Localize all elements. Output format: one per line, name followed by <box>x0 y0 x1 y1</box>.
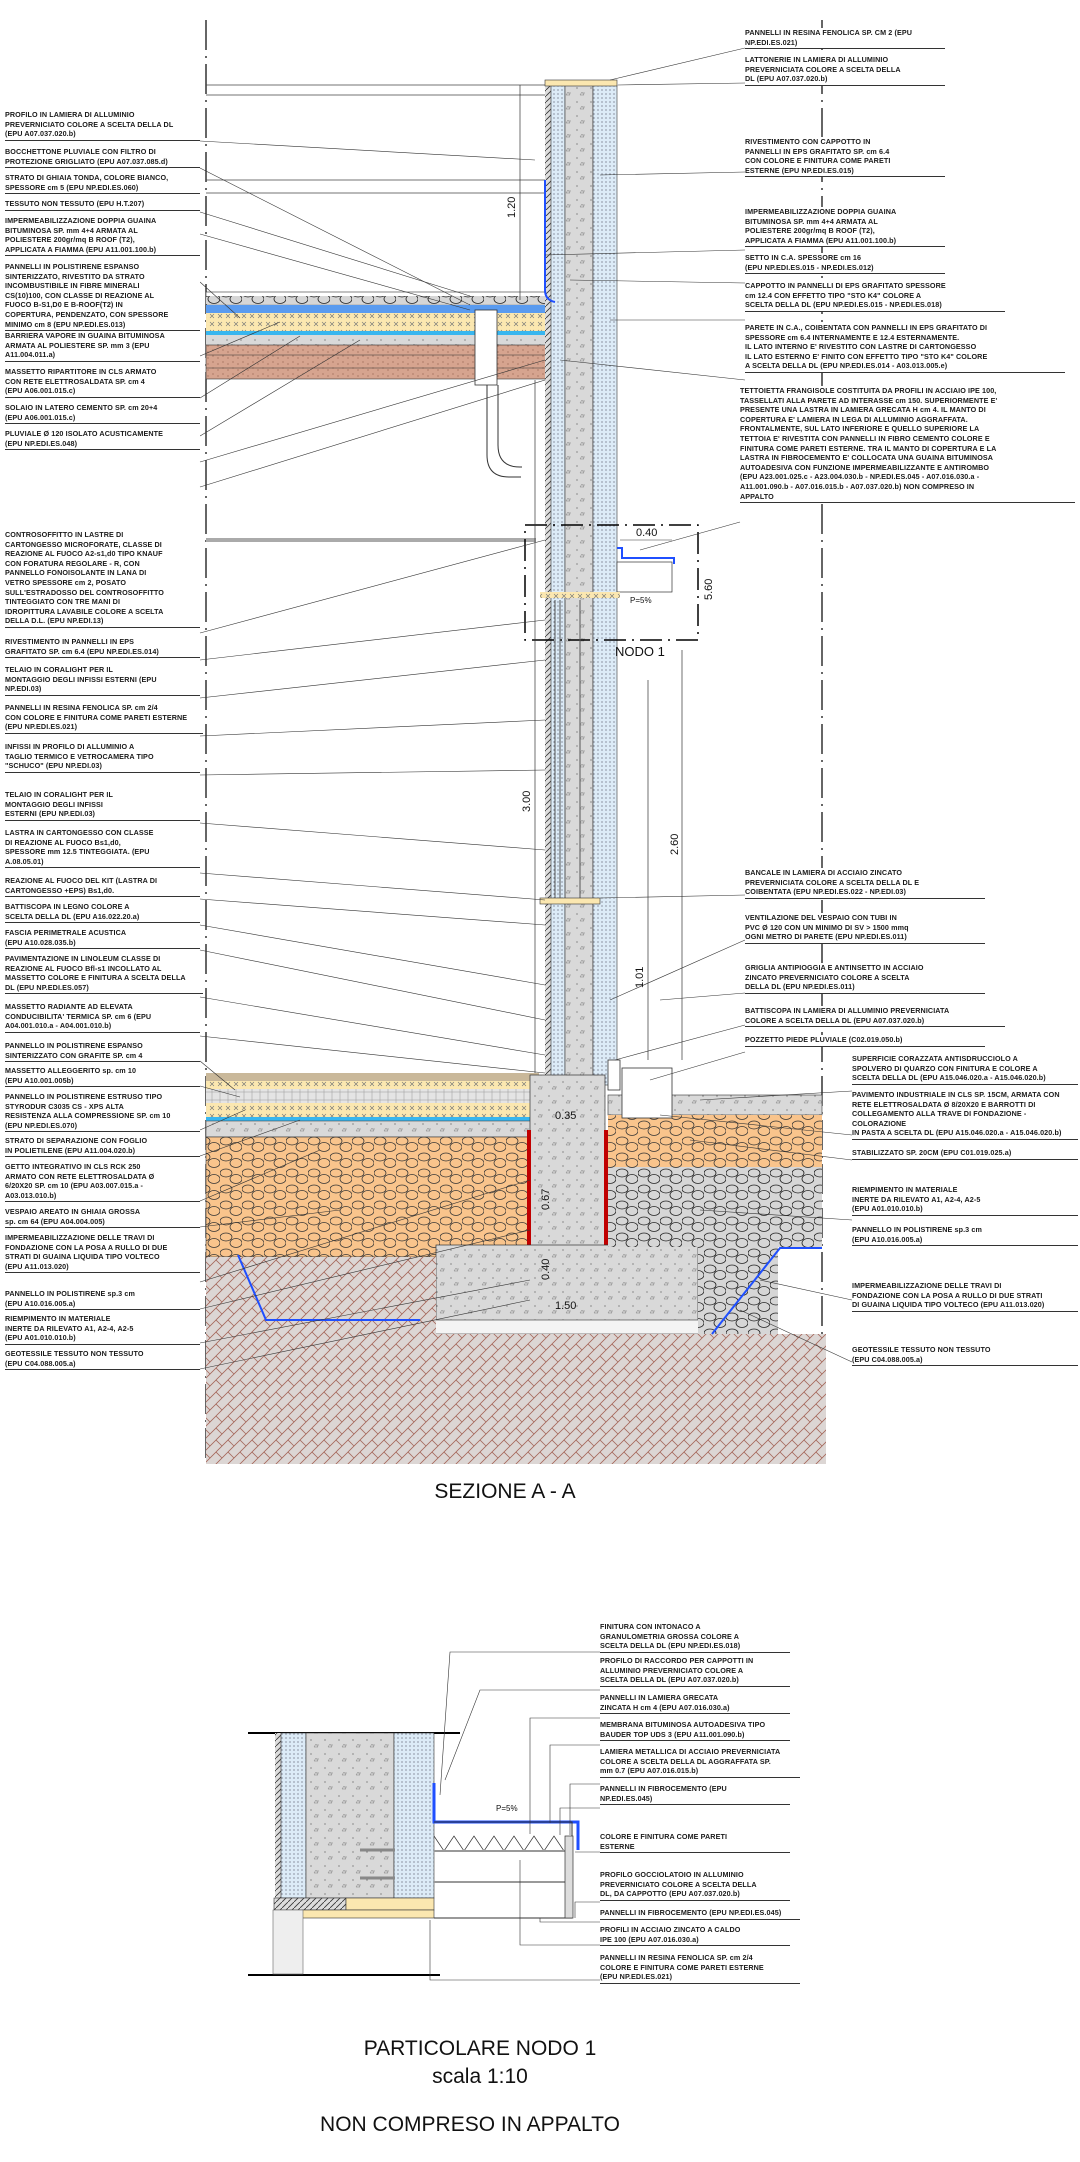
note-left-20: PAVIMENTAZIONE IN LINOLEUM CLASSE DI REA… <box>5 954 203 995</box>
note-right-2: RIVESTIMENTO CON CAPPOTTO IN PANNELLI IN… <box>745 137 945 178</box>
nodo-note-2: PANNELLI IN LAMIERA GRECATA ZINCATA H cm… <box>600 1693 790 1715</box>
note-right-7: TETTOIETTA FRANGISOLE COSTITUITA DA PROF… <box>740 386 1075 504</box>
note-left-16: LASTRA IN CARTONGESSO CON CLASSE DI REAZ… <box>5 828 200 869</box>
note-right-1: LATTONERIE IN LAMIERA DI ALLUMINIO PREVE… <box>745 55 945 86</box>
note-left-10: CONTROSOFFITTO IN LASTRE DI CARTONGESSO … <box>5 530 200 628</box>
dim-slope: P=5% <box>630 596 652 605</box>
nodo-scale: scala 1:10 <box>432 2065 528 2088</box>
note-left-17: REAZIONE AL FUOCO DEL KIT (LASTRA DI CAR… <box>5 876 200 898</box>
note-left-28: IMPERMEABILIZZAZIONE DELLE TRAVI DI FOND… <box>5 1233 200 1274</box>
dim-footing-w: 1.50 <box>555 1300 577 1312</box>
nodo-note-1: PROFILO DI RACCORDO PER CAPPOTTI IN ALLU… <box>600 1656 790 1687</box>
nodo-1-label: NODO 1 <box>615 644 665 659</box>
note-left-13: PANNELLI IN RESINA FENOLICA SP. cm 2/4 C… <box>5 703 203 734</box>
nodo-note-5: PANNELLI IN FIBROCEMENTO (EPU NP.EDI.ES.… <box>600 1784 790 1806</box>
note-left-30: RIEMPIMENTO IN MATERIALE INERTE DA RILEV… <box>5 1314 200 1345</box>
note-left-31: GEOTESSILE TESSUTO NON TESSUTO (EPU C04.… <box>5 1349 200 1371</box>
note-left-18: BATTISCOPA IN LEGNO COLORE A SCELTA DELL… <box>5 902 200 924</box>
dim-plinth: 1.01 <box>634 966 646 988</box>
note-right-19: GEOTESSILE TESSUTO NON TESSUTO (EPU C04.… <box>852 1345 1078 1367</box>
note-left-1: BOCCHETTONE PLUVIALE CON FILTRO DI PROTE… <box>5 147 200 169</box>
note-left-3: TESSUTO NON TESSUTO (EPU H.T.207) <box>5 199 200 211</box>
note-left-29: PANNELLO IN POLISTIRENE sp.3 cm (EPU A10… <box>5 1289 200 1311</box>
dim-floor-height: 3.00 <box>521 790 533 812</box>
note-right-6: PARETE IN C.A., COIBENTATA CON PANNELLI … <box>745 323 1065 373</box>
dim-nodo-depth: 0.40 <box>636 527 658 539</box>
note-right-3: IMPERMEABILIZZAZIONE DOPPIA GUAINA BITUM… <box>745 207 945 248</box>
note-left-4: IMPERMEABILIZZAZIONE DOPPIA GUAINA BITUM… <box>5 216 200 257</box>
nodo-note-9: PROFILI IN ACCIAIO ZINCATO A CALDO IPE 1… <box>600 1925 790 1947</box>
note-right-17: PANNELLO IN POLISTIRENE sp.3 cm (EPU A10… <box>852 1225 1078 1247</box>
note-left-11: RIVESTIMENTO IN PANNELLI IN EPS GRAFITAT… <box>5 637 200 659</box>
nodo-note-3: MEMBRANA BITUMINOSA AUTOADESIVA TIPO BAU… <box>600 1720 790 1742</box>
note-left-27: VESPAIO AREATO IN GHIAIA GROSSA sp. cm 6… <box>5 1207 200 1229</box>
note-right-10: GRIGLIA ANTIPIOGGIA E ANTINSETTO IN ACCI… <box>745 963 985 994</box>
note-right-14: PAVIMENTO INDUSTRIALE IN CLS SP. 15CM, A… <box>852 1090 1078 1140</box>
nodo-note-10: PANNELLI IN RESINA FENOLICA SP. cm 2/4 C… <box>600 1953 800 1984</box>
note-left-6: BARRIERA VAPORE IN GUAINA BITUMINOSA ARM… <box>5 331 200 362</box>
note-right-12: POZZETTO PIEDE PLUVIALE (C02.019.050.b) <box>745 1035 985 1047</box>
note-left-21: MASSETTO RADIANTE AD ELEVATA CONDUCIBILI… <box>5 1002 200 1033</box>
note-left-26: GETTO INTEGRATIVO IN CLS RCK 250 ARMATO … <box>5 1162 200 1203</box>
note-left-22: PANNELLO IN POLISTIRENE ESPANSO SINTERIZ… <box>5 1041 200 1063</box>
note-right-4: SETTO IN C.A. SPESSORE cm 16 (EPU NP.EDI… <box>745 253 945 275</box>
note-left-7: MASSETTO RIPARTITORE IN CLS ARMATO CON R… <box>5 367 200 398</box>
dim-footing-h1: 0.67 <box>540 1188 552 1210</box>
nodo-title: PARTICOLARE NODO 1 <box>363 2037 597 2060</box>
note-left-25: STRATO DI SEPARAZIONE CON FOGLIO IN POLI… <box>5 1136 200 1158</box>
note-left-15: TELAIO IN CORALIGHT PER IL MONTAGGIO DEG… <box>5 790 200 821</box>
nodo-note-4: LAMIERA METALLICA DI ACCIAIO PREVERNICIA… <box>600 1747 800 1778</box>
note-left-5: PANNELLI IN POLISTIRENE ESPANSO SINTERIZ… <box>5 262 200 332</box>
note-left-12: TELAIO IN CORALIGHT PER IL MONTAGGIO DEG… <box>5 665 200 696</box>
note-right-16: RIEMPIMENTO IN MATERIALE INERTE DA RILEV… <box>852 1185 1078 1216</box>
note-left-9: PLUVIALE Ø 120 ISOLATO ACUSTICAMENTE (EP… <box>5 429 200 451</box>
note-right-0: PANNELLI IN RESINA FENOLICA SP. CM 2 (EP… <box>745 28 945 50</box>
note-right-18: IMPERMEABILIZZAZIONE DELLE TRAVI DI FOND… <box>852 1281 1078 1312</box>
note-right-5: CAPPOTTO IN PANNELLI DI EPS GRAFITATO SP… <box>745 281 1005 312</box>
nodo-note-0: FINITURA CON INTONACO A GRANULOMETRIA GR… <box>600 1622 790 1653</box>
nodo-note-8: PANNELLI IN FIBROCEMENTO (EPU NP.EDI.ES.… <box>600 1908 800 1920</box>
nodo-note-6: COLORE E FINITURA COME PARETI ESTERNE <box>600 1832 790 1854</box>
dim-wall: 0.35 <box>555 1110 577 1122</box>
note-right-15: STABILIZZATO SP. 20CM (EPU C01.019.025.a… <box>852 1148 1078 1160</box>
nodo-note-7: PROFILO GOCCIOLATOIO IN ALLUMINIO PREVER… <box>600 1870 790 1901</box>
dim-footing-h2: 0.40 <box>540 1258 552 1280</box>
dim-window: 2.60 <box>669 833 681 855</box>
dim-parapet: 1.20 <box>506 196 518 218</box>
note-left-2: STRATO DI GHIAIA TONDA, COLORE BIANCO, S… <box>5 173 200 195</box>
note-right-11: BATTISCOPA IN LAMIERA DI ALLUMINIO PREVE… <box>745 1006 1005 1028</box>
dim-nodo-height: 5.60 <box>703 578 715 600</box>
note-left-23: MASSETTO ALLEGGERITO sp. cm 10 (EPU A10.… <box>5 1066 200 1088</box>
not-included-note: NON COMPRESO IN APPALTO <box>320 2113 620 2136</box>
section-title: SEZIONE A - A <box>434 1480 576 1503</box>
note-right-9: VENTILAZIONE DEL VESPAIO CON TUBI IN PVC… <box>745 913 985 944</box>
note-left-24: PANNELLO IN POLISTIRENE ESTRUSO TIPO STY… <box>5 1092 200 1133</box>
note-left-19: FASCIA PERIMETRALE ACUSTICA (EPU A10.028… <box>5 928 200 950</box>
note-left-14: INFISSI IN PROFILO DI ALLUMINIO A TAGLIO… <box>5 742 200 773</box>
nodo-slope: P=5% <box>496 1804 518 1813</box>
note-right-13: SUPERFICIE CORAZZATA ANTISDRUCCIOLO A SP… <box>852 1054 1078 1085</box>
note-left-8: SOLAIO IN LATERO CEMENTO SP. cm 20+4 (EP… <box>5 403 200 425</box>
note-right-8: BANCALE IN LAMIERA DI ACCIAIO ZINCATO PR… <box>745 868 985 899</box>
note-left-0: PROFILO IN LAMIERA DI ALLUMINIO PREVERNI… <box>5 110 200 141</box>
